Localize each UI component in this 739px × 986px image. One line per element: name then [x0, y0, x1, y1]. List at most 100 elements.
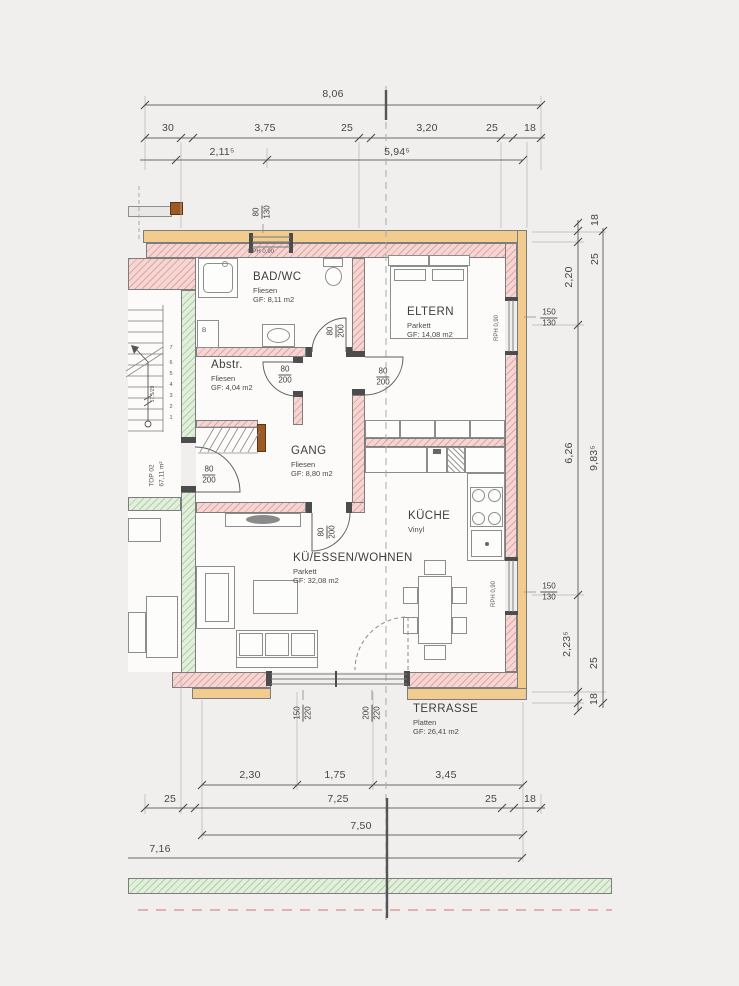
window-jamb: [249, 233, 253, 253]
stair-treads: [128, 305, 164, 432]
wall-bad-south: [196, 347, 306, 357]
opening-width: 150: [540, 307, 558, 319]
wc-bowl: [325, 267, 342, 286]
burner: [488, 489, 501, 502]
room-name: ELTERN: [407, 306, 454, 318]
room-name: KÜCHE: [408, 510, 451, 522]
wardrobe-cell: [400, 420, 435, 438]
sink-basin: [267, 328, 290, 343]
stair-walk-line: [134, 347, 153, 421]
neighbor-sideboard: [128, 518, 161, 542]
window-jamb: [404, 671, 410, 686]
door-jamb: [346, 347, 352, 357]
coat-rack-hatch: [198, 426, 261, 454]
dim-top: 5,94⁵: [384, 146, 410, 158]
door-size-label: 80 200: [200, 465, 217, 486]
opening-height: 130: [262, 205, 272, 219]
dim-top: 3,20: [416, 122, 438, 134]
window-size-label: 150 130: [540, 582, 558, 603]
dim-right: 2,23⁵: [561, 631, 573, 657]
shower-inner: [203, 263, 233, 293]
burner: [488, 512, 501, 525]
room-floor: Fliesen: [291, 459, 316, 469]
unit-id: TOP 02: [148, 464, 156, 487]
window-jamb: [289, 233, 293, 253]
door-size-label: 80 200: [316, 523, 338, 540]
door-jamb: [293, 357, 303, 363]
wall-top: [146, 243, 518, 258]
wardrobe-cell: [365, 420, 400, 438]
room-name: KÜ/ESSEN/WOHNEN: [293, 552, 413, 564]
dim-bottom: 7,50: [350, 820, 372, 832]
room-area: GF: 26,41 m2: [413, 727, 459, 736]
dim-right: 18: [588, 692, 600, 706]
door-size-label: 80 200: [374, 367, 391, 388]
stair-break-line: [125, 346, 164, 378]
room-label-gang: GANG Fliesen GF: 8,80 m2: [291, 445, 333, 478]
burner: [472, 512, 485, 525]
wall-right-c: [505, 612, 517, 672]
opening-height: 200: [336, 324, 346, 338]
parapet-height-label: RPH 0,90: [248, 249, 275, 255]
door-size-label: 80 200: [276, 365, 293, 386]
stair-step-number: 3: [169, 393, 173, 399]
axis-line-bold: [384, 90, 389, 918]
party-wall-lower: [181, 492, 196, 673]
window-size-label: 150 220: [292, 704, 314, 722]
room-floor: Platten: [413, 717, 437, 727]
chair: [452, 587, 467, 604]
label-leaders: [262, 224, 536, 700]
chair: [403, 617, 418, 634]
dim-bottom: 25: [163, 793, 177, 805]
opening-height: 130: [542, 592, 556, 602]
sofa-cushion: [291, 633, 315, 656]
door-jamb: [293, 391, 303, 397]
opening-width: 200: [361, 704, 373, 722]
dim-bottom: 25: [484, 793, 498, 805]
window-jamb: [505, 351, 518, 355]
wall-bottom-right: [407, 672, 518, 688]
sofa-back: [236, 657, 318, 668]
wall-gang-kueche: [352, 395, 365, 513]
parapet-height-label: RPH 0,90: [491, 580, 497, 608]
room-floor: Vinyl: [408, 524, 425, 534]
party-wall-stub: [128, 497, 181, 511]
dim-top: 2,11⁵: [209, 146, 235, 158]
extension-lines: [144, 96, 606, 862]
chair: [452, 617, 467, 634]
dishwasher: [447, 447, 465, 473]
dim-bottom: 7,16: [149, 843, 171, 855]
dim-right-total: 9,83⁵: [588, 445, 600, 471]
window-glazing: [252, 236, 514, 685]
kitchen-sink-unit: [427, 447, 447, 473]
room-floor: Fliesen: [253, 285, 278, 295]
wall-bottom-left: [172, 672, 271, 688]
wall-stub-brown: [257, 424, 266, 452]
room-label-badwc: BAD/WC Fliesen GF: 8,11 m2: [253, 271, 301, 304]
dim-top: 25: [485, 122, 499, 134]
door-jamb: [346, 502, 352, 513]
sofa-cushion: [239, 633, 263, 656]
room-area: GF: 4,04 m2: [211, 383, 253, 392]
room-name: GANG: [291, 445, 327, 457]
dim-bottom: 3,45: [435, 769, 457, 781]
tv: [246, 515, 280, 524]
dining-table: [418, 576, 452, 644]
room-label-wohnen: KÜ/ESSEN/WOHNEN Parkett GF: 32,08 m2: [293, 552, 413, 585]
dim-top: 25: [340, 122, 354, 134]
stair-step-number: 6: [169, 360, 173, 366]
dim-right: 6,26: [563, 442, 575, 464]
opening-height: 130: [542, 318, 556, 328]
room-area: GF: 14,08 m2: [407, 330, 453, 339]
door-jamb: [181, 486, 196, 492]
opening-height: 200: [278, 375, 292, 385]
dimension-lines: [128, 104, 604, 859]
kitchen-counter: [465, 447, 505, 473]
wall-eltern-kueche: [365, 438, 505, 447]
unit-label: TOP 02 67,11 m²: [147, 461, 167, 486]
room-name: Abstr.: [211, 359, 243, 371]
bed-headboard-right: [429, 255, 470, 266]
dimension-ticks: [140, 100, 608, 863]
wall-topleft-block: [128, 258, 196, 290]
parapet-height-label: RPH 0,90: [494, 314, 500, 342]
